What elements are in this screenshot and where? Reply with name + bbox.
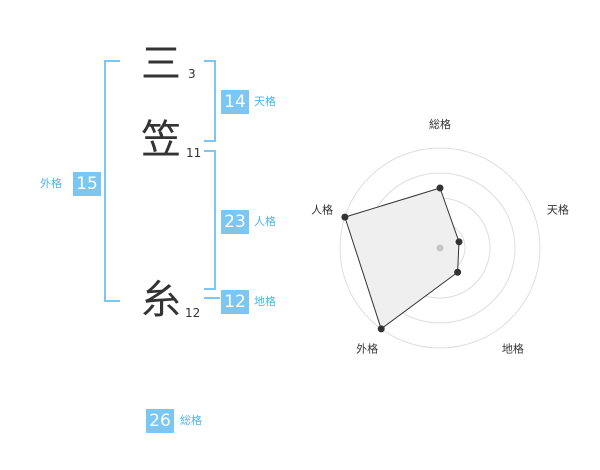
- gaikaku-value: 15: [73, 172, 101, 196]
- radar-ring-4: [339, 147, 541, 349]
- radar-axis-label-4: 人格: [311, 203, 333, 217]
- chikaku-label: 地格: [254, 295, 276, 308]
- name-char-1: 三: [141, 41, 181, 87]
- soukaku-label: 総格: [180, 414, 202, 427]
- stroke-count-1: 3: [188, 67, 196, 81]
- radar-axis-label-3: 外格: [356, 341, 378, 355]
- tenkaku-label: 天格: [254, 95, 276, 108]
- radar-point-1: [455, 238, 463, 246]
- stroke-count-3: 12: [185, 306, 201, 320]
- gaikaku-label: 外格: [40, 177, 62, 190]
- radar-point-3: [377, 325, 385, 333]
- jinkaku-label: 人格: [254, 215, 276, 228]
- radar-axis-label-2: 地格: [502, 341, 524, 355]
- radar-point-0: [436, 184, 444, 192]
- radar-area: [344, 187, 460, 330]
- radar-center: [436, 244, 444, 252]
- radar-axis-label-0: 総格: [429, 117, 451, 131]
- name-char-2: 笠: [141, 117, 181, 163]
- chikaku-value: 12: [221, 290, 249, 314]
- gaikaku-bracket: [104, 60, 120, 302]
- stroke-count-2: 11: [186, 146, 202, 160]
- jinkaku-value: 23: [221, 210, 249, 234]
- radar-point-2: [454, 268, 462, 276]
- radar-point-4: [341, 213, 349, 221]
- name-char-3: 糸: [141, 277, 181, 323]
- tenkaku-bracket: [204, 60, 216, 142]
- tenkaku-value: 14: [221, 90, 249, 114]
- jinkaku-bracket: [204, 150, 216, 290]
- chikaku-connector: [204, 297, 220, 299]
- soukaku-value: 26: [146, 409, 174, 433]
- radar-axis-label-1: 天格: [547, 203, 569, 217]
